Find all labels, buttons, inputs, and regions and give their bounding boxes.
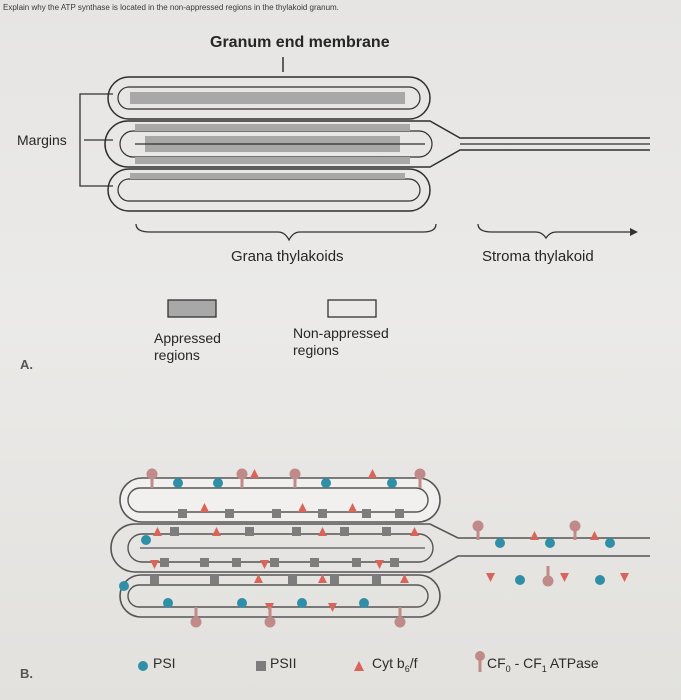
stroma-thylakoid-membrane bbox=[128, 120, 650, 139]
atpase-legend-symbol bbox=[475, 651, 485, 661]
panel-b-drawing bbox=[110, 468, 650, 628]
psi-complexes bbox=[119, 478, 615, 608]
panel-b-legend-symbols bbox=[138, 651, 485, 672]
atpase-complexes bbox=[146, 468, 581, 628]
non-appressed-legend-box bbox=[327, 299, 377, 318]
psii-complexes bbox=[150, 509, 404, 584]
psi-legend-symbol bbox=[138, 661, 148, 671]
question-text: Explain why the ATP synthase is located … bbox=[3, 3, 339, 12]
legend-atpase: CF0 - CF1 ATPase bbox=[487, 655, 599, 674]
legend-cyt: Cyt b6/f bbox=[372, 655, 418, 674]
legend-psi: PSI bbox=[153, 655, 176, 671]
panel-b-letter: B. bbox=[20, 666, 33, 681]
legend-psii: PSII bbox=[270, 655, 297, 671]
panel-a-letter: A. bbox=[20, 357, 33, 372]
cyt-legend-symbol bbox=[354, 661, 364, 671]
appressed-region bbox=[130, 92, 405, 104]
grana-thylakoids-label: Grana thylakoids bbox=[231, 248, 344, 265]
stroma-thylakoid-label: Stroma thylakoid bbox=[482, 248, 594, 265]
thylakoid-outer-3 bbox=[107, 168, 431, 212]
appressed-legend-box bbox=[167, 299, 217, 318]
thylakoid-outer-1 bbox=[107, 76, 431, 120]
panel-a-drawing bbox=[79, 57, 650, 318]
margins-label: Margins bbox=[17, 132, 67, 148]
psii-legend-symbol bbox=[256, 661, 266, 671]
granum-end-membrane-label: Granum end membrane bbox=[210, 34, 390, 51]
